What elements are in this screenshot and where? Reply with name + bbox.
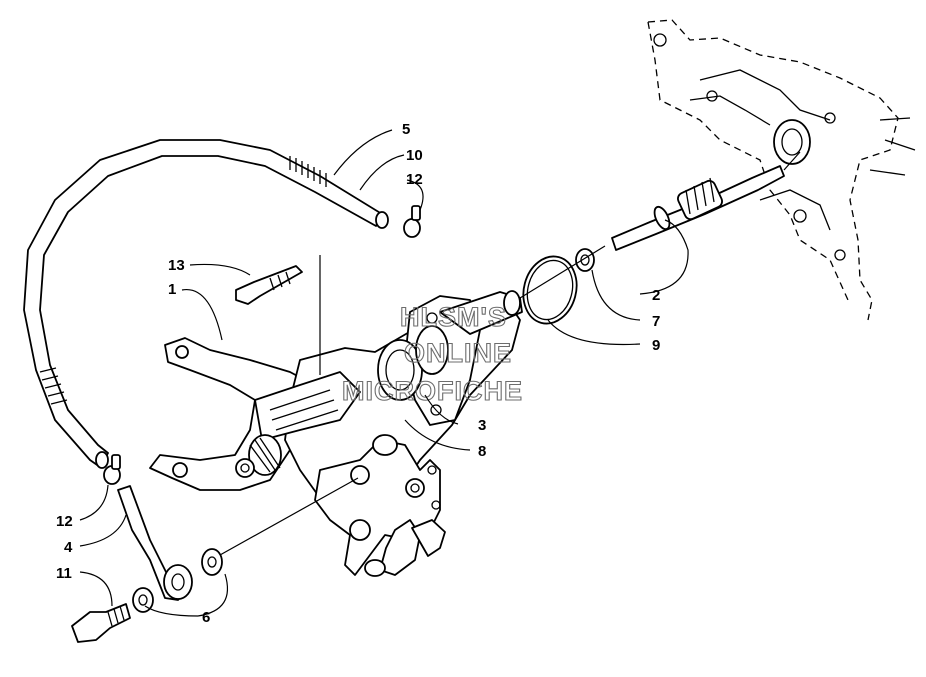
callout-1: 1 — [168, 281, 176, 298]
callout-11: 11 — [56, 565, 72, 582]
drive-shaft-gear — [611, 151, 801, 251]
watermark-line-2: ONLINE — [404, 338, 512, 368]
o-ring-and-washer — [519, 245, 606, 325]
callout-12-top: 12 — [406, 171, 423, 188]
callout-9: 9 — [652, 337, 660, 354]
callout-4: 4 — [64, 539, 73, 556]
callout-8: 8 — [478, 443, 486, 460]
callout-3: 3 — [478, 417, 486, 434]
callout-5: 5 — [402, 121, 410, 138]
oil-delivery-tube — [23, 139, 389, 469]
callout-leaders — [79, 129, 689, 617]
hose-clamps — [103, 205, 421, 485]
callout-10: 10 — [406, 147, 423, 164]
callout-6: 6 — [202, 609, 210, 626]
bolt-13 — [235, 255, 321, 375]
callout-2: 2 — [652, 287, 660, 304]
engine-case — [647, 19, 916, 321]
callout-12-bottom: 12 — [56, 513, 73, 530]
callout-13: 13 — [168, 257, 185, 274]
oil-pump-assembly — [149, 290, 523, 577]
watermark: HLSM'S ONLINE MICROFICHE — [341, 301, 523, 406]
banjo-fitting — [71, 477, 359, 643]
watermark-line-1: HLSM'S — [400, 302, 507, 332]
callout-labels: 5 10 12 13 1 2 7 9 3 8 12 4 11 6 — [56, 121, 660, 626]
watermark-line-3: MICROFICHE — [342, 376, 523, 406]
callout-7: 7 — [652, 313, 660, 330]
